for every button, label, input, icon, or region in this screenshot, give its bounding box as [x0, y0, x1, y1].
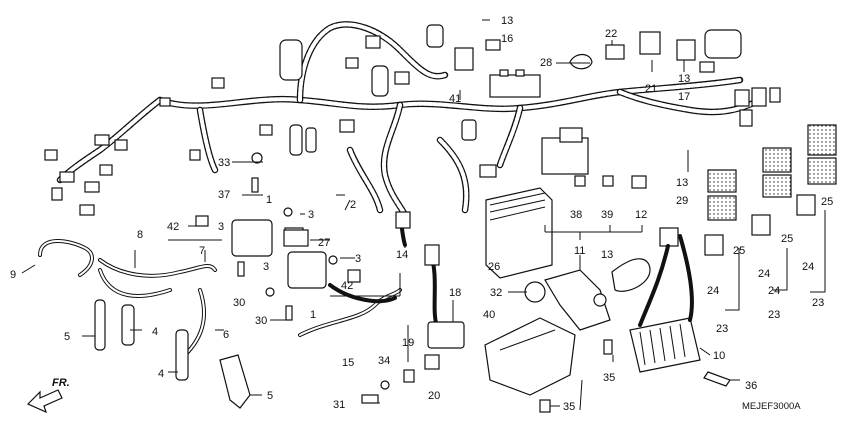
callout-42: 42: [341, 280, 353, 292]
callout-36: 36: [745, 380, 757, 392]
callout-24: 24: [707, 285, 719, 297]
cover-40: [484, 317, 576, 396]
callout-23: 23: [812, 297, 824, 309]
callout-24: 24: [768, 285, 780, 297]
callout-10: 10: [713, 350, 725, 362]
callout-31: 31: [333, 399, 345, 411]
callout-38: 38: [570, 209, 582, 221]
callout-40: 40: [483, 309, 495, 321]
relay-cluster-25: [707, 124, 837, 221]
diagram-reference-code: MEJEF3000A: [742, 401, 801, 412]
callout-13: 13: [501, 15, 513, 27]
callout-1: 1: [310, 309, 316, 321]
callout-13: 13: [601, 249, 613, 261]
misc-fasteners: [195, 152, 731, 413]
sub-harness-15: [298, 283, 402, 337]
callout-17: 17: [678, 91, 690, 103]
callout-33: 33: [218, 157, 230, 169]
callout-41: 41: [449, 93, 461, 105]
front-direction-label: FR.: [52, 377, 70, 389]
callout-15: 15: [342, 357, 354, 369]
main-wire-harness: [56, 21, 764, 219]
callout-32: 32: [490, 287, 502, 299]
front-arrow-icon: [26, 389, 63, 414]
callout-3: 3: [263, 261, 269, 273]
callout-2: 2: [350, 199, 356, 211]
callout-21: 21: [645, 83, 657, 95]
callout-35: 35: [603, 372, 615, 384]
ecm-unit-26: [485, 187, 553, 279]
callout-14: 14: [396, 249, 408, 261]
callout-5: 5: [267, 390, 273, 402]
callout-24: 24: [758, 268, 770, 280]
callout-11: 11: [574, 245, 585, 257]
callout-1: 1: [266, 194, 272, 206]
callout-35: 35: [563, 401, 575, 413]
callout-25: 25: [781, 233, 793, 245]
leader-lines: [21, 19, 826, 411]
sub-harness-14: [395, 211, 411, 247]
callout-8: 8: [137, 229, 143, 241]
callout-20: 20: [428, 390, 440, 402]
callout-39: 39: [601, 209, 613, 221]
callout-23: 23: [716, 323, 728, 335]
harness-connectors-right: [699, 29, 781, 127]
spark-plug-leads: [38, 239, 251, 409]
callout-9: 9: [10, 269, 16, 281]
callout-30: 30: [255, 315, 267, 327]
callout-6: 6: [223, 329, 229, 341]
bracket-11: [544, 258, 651, 331]
callout-22: 22: [605, 28, 617, 40]
callout-4: 4: [158, 368, 164, 380]
callout-7: 7: [199, 245, 205, 257]
callout-labels: 13 16 22 28 21 13 17 41 33 37 1 2 42 3 3…: [10, 15, 833, 413]
callout-13: 13: [678, 73, 690, 85]
top-small-parts: [454, 31, 696, 71]
harness-connectors-left: [44, 77, 273, 216]
callout-37: 37: [218, 189, 230, 201]
callout-30: 30: [233, 297, 245, 309]
callout-25: 25: [733, 245, 745, 257]
callout-26: 26: [488, 261, 500, 273]
callout-19: 19: [402, 337, 414, 349]
callout-25: 25: [821, 196, 833, 208]
o2-sensor-18: [424, 244, 465, 349]
callout-18: 18: [449, 287, 461, 299]
callout-16: 16: [501, 33, 513, 45]
callout-3: 3: [218, 221, 224, 233]
callout-24: 24: [802, 261, 814, 273]
callout-42: 42: [167, 221, 179, 233]
callout-4: 4: [152, 326, 158, 338]
callout-29: 29: [676, 195, 688, 207]
callout-23: 23: [768, 309, 780, 321]
regulator-rectifier-10: [629, 227, 701, 373]
fuse-box: [541, 127, 647, 189]
small-relays-24: [704, 194, 816, 256]
callout-28: 28: [540, 57, 552, 69]
harness-connectors-top: [279, 24, 541, 178]
callout-5: 5: [64, 331, 70, 343]
front-direction-indicator: FR.: [26, 377, 70, 414]
callout-3: 3: [355, 253, 361, 265]
callout-13: 13: [676, 177, 688, 189]
callout-12: 12: [635, 209, 647, 221]
callout-34: 34: [378, 355, 390, 367]
callout-3: 3: [308, 209, 314, 221]
callout-27: 27: [318, 237, 330, 249]
